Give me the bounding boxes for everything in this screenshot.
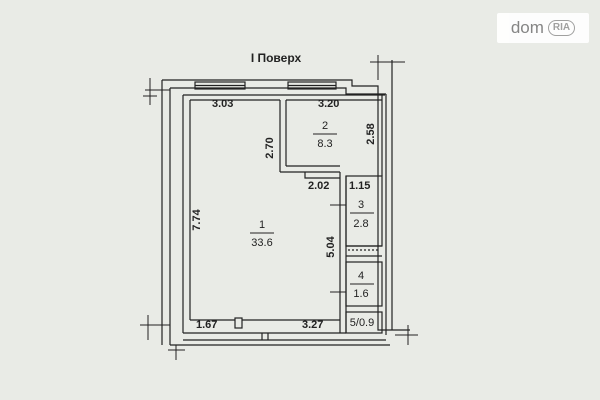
room-3-area: 2.8 <box>353 218 368 230</box>
dimension-labels: 3.03 3.20 2.70 2.58 2.02 1.15 7.74 5.04 … <box>191 98 377 331</box>
room-labels: 1 33.6 2 8.3 3 2.8 4 1.6 5/0.9 <box>250 120 374 329</box>
room-2-number: 2 <box>322 120 328 132</box>
room-4-area: 1.6 <box>353 288 368 300</box>
room-1-number: 1 <box>259 219 265 231</box>
dim-room2-top: 3.20 <box>318 98 339 110</box>
dim-room1-top: 3.03 <box>212 98 233 110</box>
dim-bottom-left: 1.67 <box>196 319 217 331</box>
floor-title: I Поверх <box>251 51 302 65</box>
dim-room2-bottom: 2.02 <box>308 180 329 192</box>
dim-bottom-right: 3.27 <box>302 319 323 331</box>
room-5-label: 5/0.9 <box>350 317 374 329</box>
room-2-area: 8.3 <box>317 138 332 150</box>
logo-badge: RIA <box>547 20 576 36</box>
walls <box>161 60 410 346</box>
room-3-number: 3 <box>358 199 364 211</box>
room-4-number: 4 <box>358 270 364 282</box>
dim-room1-right: 5.04 <box>325 235 337 257</box>
dom-ria-logo: dom RIA <box>497 13 589 43</box>
dim-room3-top: 1.15 <box>349 180 370 192</box>
room-1-area: 33.6 <box>251 237 272 249</box>
dim-room2-right: 2.58 <box>365 123 377 144</box>
dim-room2-left: 2.70 <box>264 137 276 158</box>
logo-brand: dom <box>510 18 544 37</box>
dim-room1-left: 7.74 <box>191 208 203 230</box>
dimension-ticks <box>140 55 418 360</box>
